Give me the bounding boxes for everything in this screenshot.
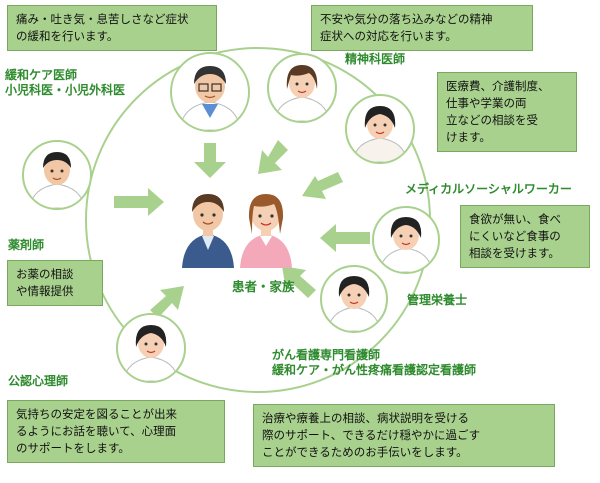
dietitian-avatar xyxy=(372,206,440,274)
bubble-psychiatrist-line2: 症状への対応を行います。 xyxy=(320,29,457,43)
bubble-palliative: 痛み・吐き気・息苦しさなど症状 の緩和を行います。 xyxy=(7,5,217,51)
psychiatrist-avatar xyxy=(267,53,337,123)
role-nurse-line1: がん看護専門看護師 xyxy=(272,348,381,362)
female-doctor-icon xyxy=(274,65,330,121)
bubble-psychologist-line1: 気持ちの安定を図ることが出来 xyxy=(16,407,177,421)
role-dietitian: 管理栄養士 xyxy=(407,293,468,307)
bubble-nurse-line2: 際のサポート、できるだけ穏やかに過ごす xyxy=(262,428,481,442)
bubble-palliative-line2: の緩和を行います。 xyxy=(16,29,119,43)
palliative-doctor-avatar xyxy=(170,52,250,132)
bubble-psychologist-line3: のサポートをします。 xyxy=(16,441,130,455)
arrow-from-psychologist xyxy=(150,286,184,318)
role-palliative-line1: 緩和ケア医師 xyxy=(5,68,78,82)
arrow-from-social-worker xyxy=(302,172,343,199)
bubble-psychologist: 気持ちの安定を図ることが出来 るようにお話を聴いて、心理面 のサポートをします。 xyxy=(7,400,225,463)
role-palliative-doctor: 緩和ケア医師 小児科医・小児外科医 xyxy=(5,68,125,98)
social-worker-avatar xyxy=(345,94,415,164)
bubble-social-worker: 医療費、介護制度、 仕事や学業の両 立などの相談を受 けます。 xyxy=(437,72,577,152)
bubble-nurse-line1: 治療や療養上の相談、病状説明を受ける xyxy=(262,411,469,425)
bubble-pharmacist-line1: お薬の相談 xyxy=(16,267,74,281)
patient-family-label: 患者・家族 xyxy=(232,279,295,294)
bubble-dietitian-line3: 相談を受けます。 xyxy=(469,246,560,260)
bubble-social-worker-line1: 医療費、介護制度、 xyxy=(446,79,550,93)
role-social-worker: メディカルソーシャルワーカー xyxy=(405,182,572,196)
bubble-psychiatrist-line1: 不安や気分の落ち込みなどの精神 xyxy=(320,12,493,26)
male-pharmacist-icon xyxy=(29,152,85,208)
role-nurse-line2: 緩和ケア・がん性疼痛看護認定看護師 xyxy=(272,363,477,377)
arrow-from-nurse xyxy=(282,266,316,298)
bubble-dietitian-line1: 食欲が無い、食べ xyxy=(469,212,561,226)
bubble-social-worker-line3: 立などの相談を受 xyxy=(446,113,538,127)
bubble-nurse-line3: ことができるためのお手伝いをします。 xyxy=(262,445,468,459)
bubble-social-worker-line2: 仕事や学業の両 xyxy=(446,96,527,110)
pharmacist-avatar xyxy=(22,140,92,210)
bubble-palliative-line1: 痛み・吐き気・息苦しさなど症状 xyxy=(16,12,189,26)
bubble-pharmacist: お薬の相談 や情報提供 xyxy=(7,260,103,306)
bubble-nurse: 治療や療養上の相談、病状説明を受ける 際のサポート、できるだけ穏やかに過ごす こ… xyxy=(253,404,555,467)
bubble-psychiatrist: 不安や気分の落ち込みなどの精神 症状への対応を行います。 xyxy=(311,5,533,51)
nurse-avatar xyxy=(320,265,388,333)
arrow-from-pharmacist xyxy=(114,188,164,216)
arrow-from-psychiatrist xyxy=(258,140,288,174)
bubble-dietitian-line2: にくいなど食事の xyxy=(469,229,561,243)
male-doctor-icon xyxy=(179,66,241,130)
role-nurse: がん看護専門看護師 緩和ケア・がん性疼痛看護認定看護師 xyxy=(272,348,476,378)
arrow-from-palliative xyxy=(194,143,226,178)
female-dietitian-icon xyxy=(379,217,433,272)
role-palliative-line2: 小児科医・小児外科医 xyxy=(5,83,126,97)
female-staff-icon xyxy=(352,106,408,162)
bubble-social-worker-line4: けます。 xyxy=(446,130,491,144)
female-psychologist-icon xyxy=(123,325,179,381)
role-psychologist: 公認心理師 xyxy=(8,374,69,388)
bubble-psychologist-line2: るようにお話を聴いて、心理面 xyxy=(16,424,177,438)
psychologist-avatar xyxy=(116,313,186,383)
role-psychiatrist: 精神科医師 xyxy=(345,52,406,66)
bubble-dietitian: 食欲が無い、食べ にくいなど食事の 相談を受けます。 xyxy=(460,205,590,268)
bubble-pharmacist-line2: や情報提供 xyxy=(16,284,74,298)
female-nurse-icon xyxy=(327,276,381,331)
role-pharmacist: 薬剤師 xyxy=(8,238,45,252)
arrow-from-dietitian xyxy=(320,224,370,252)
patient-family-illustration xyxy=(182,194,292,268)
